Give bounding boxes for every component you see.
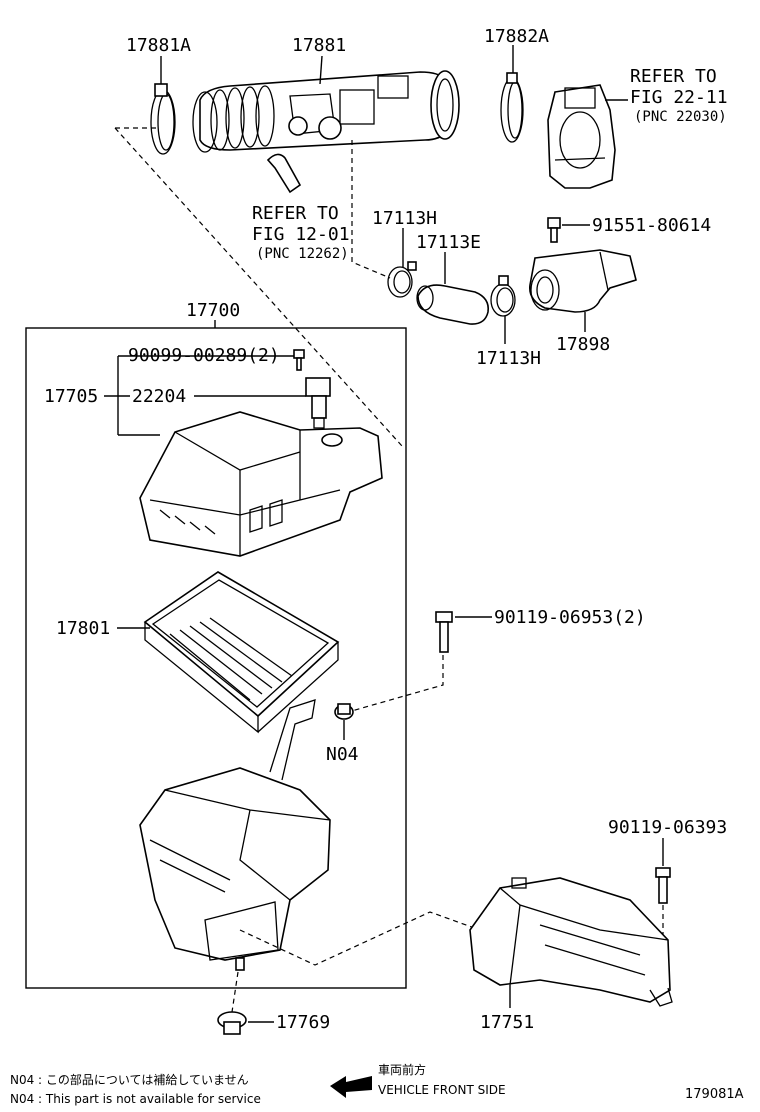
clamp-17113H-bottom (490, 275, 516, 317)
label-90119-06393: 90119-06393 (608, 817, 727, 838)
clamp-17882A (500, 72, 524, 143)
bolt-91551 (547, 217, 561, 243)
label-17113H-bottom: 17113H (476, 348, 541, 369)
assembly-box-17700 (25, 327, 407, 989)
leader-17881 (319, 55, 323, 85)
grommet-N04 (334, 703, 354, 720)
label-22204: 22204 (132, 386, 186, 407)
label-17113E: 17113E (416, 232, 481, 253)
label-refer-fig22-line3: (PNC 22030) (634, 109, 727, 125)
label-refer-fig22-line1: REFER TO (630, 66, 717, 87)
direction-english: VEHICLE FRONT SIDE (378, 1083, 506, 1097)
air-filter-17801 (143, 571, 340, 734)
label-17751: 17751 (480, 1012, 534, 1033)
label-17705: 17705 (44, 386, 98, 407)
arrow-left-icon (330, 1076, 372, 1098)
figure-id: 179081A (685, 1087, 744, 1102)
label-refer-fig12-line2: FIG 12-01 (252, 224, 350, 245)
air-cleaner-cap (139, 411, 383, 557)
label-91551: 91551-80614 (592, 215, 711, 236)
dashed-duct-line (239, 911, 481, 966)
drain-plug-17769 (217, 1011, 247, 1035)
hose-17113E (416, 284, 490, 325)
breather-hose (266, 153, 302, 194)
direction-japanese: 車両前方 (378, 1062, 426, 1077)
label-17700: 17700 (186, 300, 240, 321)
clamp-17881A (150, 83, 176, 155)
label-17898: 17898 (556, 334, 610, 355)
label-refer-fig12-line1: REFER TO (252, 203, 339, 224)
airflow-sensor-22204 (305, 377, 331, 429)
screw-90099 (293, 349, 305, 371)
note-N04-japanese: N04 : この部品については補給していません (10, 1072, 249, 1087)
label-17113H-top: 17113H (372, 208, 437, 229)
intake-hose-17881 (192, 70, 460, 153)
label-refer-fig22-line2: FIG 22-11 (630, 87, 728, 108)
note-N04-english: N04 : This part is not available for ser… (10, 1092, 261, 1106)
clamp-17113H-top (387, 261, 417, 298)
dashed-assembly-line-mid (351, 140, 391, 279)
label-17882A: 17882A (484, 26, 549, 47)
intake-connector-17898 (528, 249, 637, 313)
dashed-drain-line (231, 971, 239, 1013)
dashed-assembly-line-left (114, 127, 403, 447)
air-cleaner-case (139, 699, 331, 971)
dashed-bolt-line (347, 655, 444, 713)
label-90119-06953: 90119-06953(2) (494, 607, 646, 628)
bolt-90119-06953 (435, 611, 453, 653)
throttle-body (547, 84, 616, 189)
intake-duct-17751 (469, 877, 673, 1007)
label-17881: 17881 (292, 35, 346, 56)
label-17801: 17801 (56, 618, 110, 639)
label-N04: N04 (326, 744, 359, 765)
label-17769: 17769 (276, 1012, 330, 1033)
label-refer-fig12-line3: (PNC 12262) (256, 246, 349, 262)
label-17881A: 17881A (126, 35, 191, 56)
bolt-90119-06393 (655, 867, 671, 904)
